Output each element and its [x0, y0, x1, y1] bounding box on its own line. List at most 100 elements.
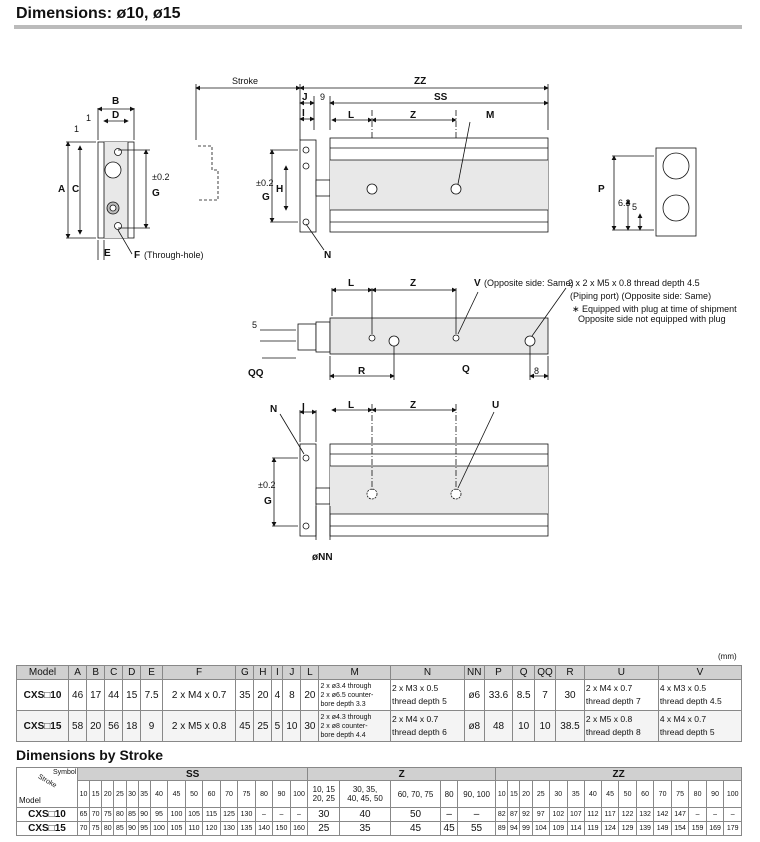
stroke-header-cell: 100 [723, 780, 742, 808]
dim-label-Z: Z [410, 110, 416, 121]
stroke-header-cell: 50 [184, 780, 204, 808]
cell: 122 [618, 807, 637, 822]
cell: 7 [533, 679, 557, 711]
cell: 35 [339, 821, 391, 836]
cell: 46 [68, 679, 88, 711]
dim-label-G-side: G [152, 188, 160, 199]
cell: 75 [101, 807, 115, 822]
dim-label-P: P [598, 184, 605, 195]
stroke-header-cell: 10 [495, 780, 509, 808]
cell: 105 [184, 807, 204, 822]
table-row: CXS□10 46 17 44 15 7.5 2 x M4 x 0.7 35 2… [15, 679, 743, 711]
cell: 97 [531, 807, 551, 822]
cell: 154 [670, 821, 690, 836]
cell: 40 [339, 807, 391, 822]
dim-label-I: I [302, 108, 305, 119]
cell: 129 [618, 821, 637, 836]
cell: 30 [307, 807, 341, 822]
cell: 85 [113, 821, 127, 836]
dimensions-table: Model A B C D E F G H I J L M N NN P Q Q… [15, 665, 743, 742]
col-header: Q [512, 665, 535, 680]
corner-symbol: Symbol [53, 769, 77, 776]
stroke-header-cell: 20 [101, 780, 115, 808]
dim-label-B: B [112, 96, 119, 107]
cell: 115 [202, 807, 221, 822]
end-view [611, 147, 697, 237]
cell: 20 [86, 710, 106, 742]
cell: 8 [282, 679, 302, 711]
plug-note-1: ∗ Equipped with plug at time of shipment [572, 304, 737, 314]
group-header-Z: Z [307, 767, 497, 781]
stroke-header-cell: 15 [507, 780, 521, 808]
stroke-ghost [198, 145, 219, 201]
cell: 33.6 [483, 679, 514, 711]
stroke-label: Stroke [232, 76, 258, 86]
stroke-header-cell: 20 [519, 780, 533, 808]
cell: 70 [89, 807, 103, 822]
cell: – [723, 807, 742, 822]
stroke-header-cell: 80 [688, 780, 707, 808]
cell: 44 [104, 679, 124, 711]
cell: 105 [167, 821, 186, 836]
cell: 102 [549, 807, 568, 822]
dim-label-1a: 1 [86, 113, 91, 123]
dim-label-6-3: 6.3 [618, 198, 631, 208]
front-view [269, 84, 549, 251]
through-hole-label: (Through-hole) [144, 250, 204, 260]
cell: 159 [688, 821, 707, 836]
cell: 80 [113, 807, 127, 822]
dim-label-H: H [276, 184, 283, 195]
dim-label-A: A [58, 184, 65, 195]
col-header: P [483, 665, 514, 680]
cell: 150 [272, 821, 291, 836]
cell: 104 [531, 821, 551, 836]
cell: 17 [86, 679, 106, 711]
piping-note: (Piping port) (Opposite side: Same) [570, 291, 711, 301]
dim-label-SS: SS [434, 92, 448, 103]
dim-label-N3: N [270, 404, 277, 415]
corner-cell: Symbol Stroke Model [16, 767, 78, 808]
col-header: A [68, 665, 88, 680]
cell: – [272, 807, 291, 822]
stroke-header-cell: 60 [202, 780, 221, 808]
col-header: E [140, 665, 163, 680]
cell: 18 [122, 710, 142, 742]
cell-model: CXS□15 [16, 821, 78, 836]
cell: 38.5 [555, 710, 585, 742]
cell: 107 [566, 807, 586, 822]
dim-label-9: 9 [320, 92, 325, 102]
dim-label-QQ: QQ [248, 368, 264, 379]
dim-label-tol-bottom: ±0.2 [258, 480, 275, 490]
cell-model: CXS□15 [15, 710, 70, 742]
cell: 124 [600, 821, 620, 836]
cell: 92 [519, 807, 533, 822]
cell: – [289, 807, 309, 822]
dim-label-ZZ: ZZ [414, 76, 426, 87]
cell: 56 [104, 710, 124, 742]
dim-label-F: F [134, 250, 140, 261]
cell: 58 [68, 710, 88, 742]
dim-label-5: 5 [632, 202, 637, 212]
cell: 135 [237, 821, 256, 836]
stroke-header-cell: 60 [635, 780, 655, 808]
cell: 120 [202, 821, 221, 836]
stroke-header-cell: 15 [89, 780, 103, 808]
cell: 95 [149, 807, 169, 822]
side-view [65, 106, 150, 260]
dim-label-tol-front: ±0.2 [256, 178, 273, 188]
cell: 9 [140, 710, 163, 742]
dim-label-Z3: Z [410, 400, 416, 411]
col-header: V [657, 665, 743, 680]
corner-model: Model [19, 796, 41, 805]
stroke-header-cell: 40 [584, 780, 602, 808]
cell: 80 [101, 821, 115, 836]
stroke-header-cell: 45 [600, 780, 620, 808]
unit-label: (mm) [718, 652, 737, 661]
cell: 75 [89, 821, 103, 836]
